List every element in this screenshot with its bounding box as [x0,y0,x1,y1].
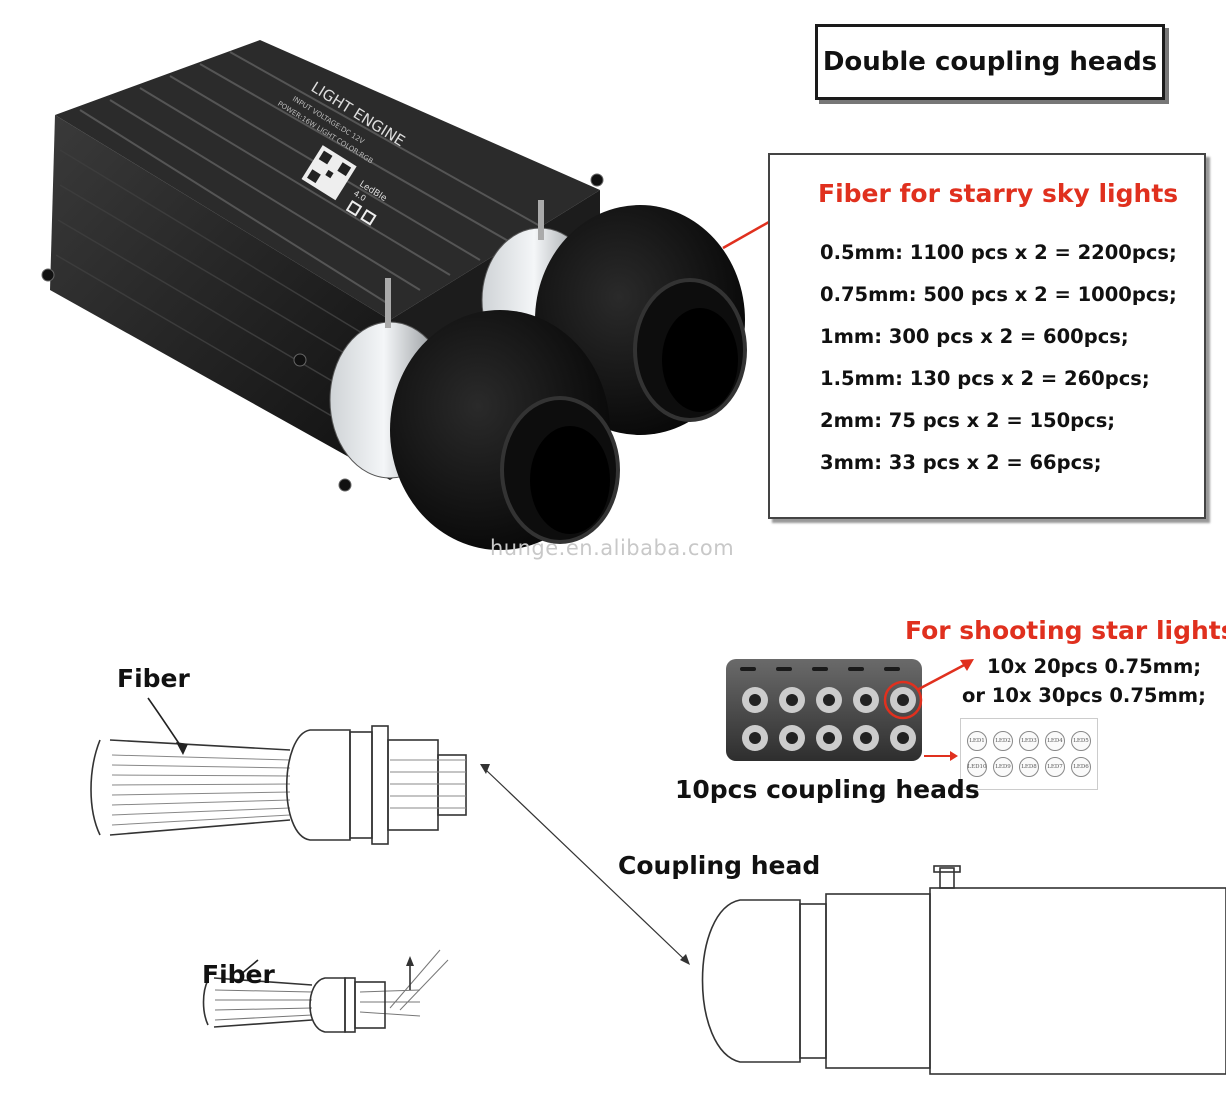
starry-sky-line: 1.5mm: 130 pcs x 2 = 260pcs; [820,367,1150,390]
shooting-star-line2: or 10x 30pcs 0.75mm; [962,684,1206,707]
starry-sky-title: Fiber for starry sky lights [818,179,1179,208]
led-dot: LED10 [967,757,987,777]
watermark: hunge.en.alibaba.com [490,536,735,560]
led-dot: LED1 [967,731,987,751]
fiber-label-2: Fiber [202,960,275,989]
starry-sky-line: 3mm: 33 pcs x 2 = 66pcs; [820,451,1102,474]
page-title: Double coupling heads [815,24,1165,100]
led-dot: LED5 [1071,731,1091,751]
led-dot: LED4 [1045,731,1065,751]
coupling-head-label: Coupling head [618,851,821,880]
starry-sky-line: 2mm: 75 pcs x 2 = 150pcs; [820,409,1116,432]
light-engine-photo: LIGHT ENGINE INPUT VOLTAGE:DC 12V POWER:… [41,40,747,550]
starry-sky-line: 0.75mm: 500 pcs x 2 = 1000pcs; [820,283,1177,306]
starry-sky-spec-box: Fiber for starry sky lights 0.5mm: 1100 … [768,153,1206,519]
ten-heads-caption: 10pcs coupling heads [675,775,980,804]
shooting-star-line1: 10x 20pcs 0.75mm; [987,655,1202,678]
coupling-diagram [90,697,1226,1075]
led-dot: LED8 [1019,757,1039,777]
led-dot: LED7 [1045,757,1065,777]
led-dot: LED2 [993,731,1013,751]
led-dot: LED3 [1019,731,1039,751]
ten-head-device-photo [726,659,974,761]
fiber-label-1: Fiber [117,664,190,693]
shooting-star-title: For shooting star lights [905,616,1226,645]
led-dot: LED6 [1071,757,1091,777]
arrow-to-led-panel [924,751,958,761]
led-dot: LED9 [993,757,1013,777]
starry-sky-line: 1mm: 300 pcs x 2 = 600pcs; [820,325,1129,348]
led-panel: LED1 LED2 LED3 LED4 LED5 LED10 LED9 LED8… [960,718,1098,790]
starry-sky-line: 0.5mm: 1100 pcs x 2 = 2200pcs; [820,241,1177,264]
